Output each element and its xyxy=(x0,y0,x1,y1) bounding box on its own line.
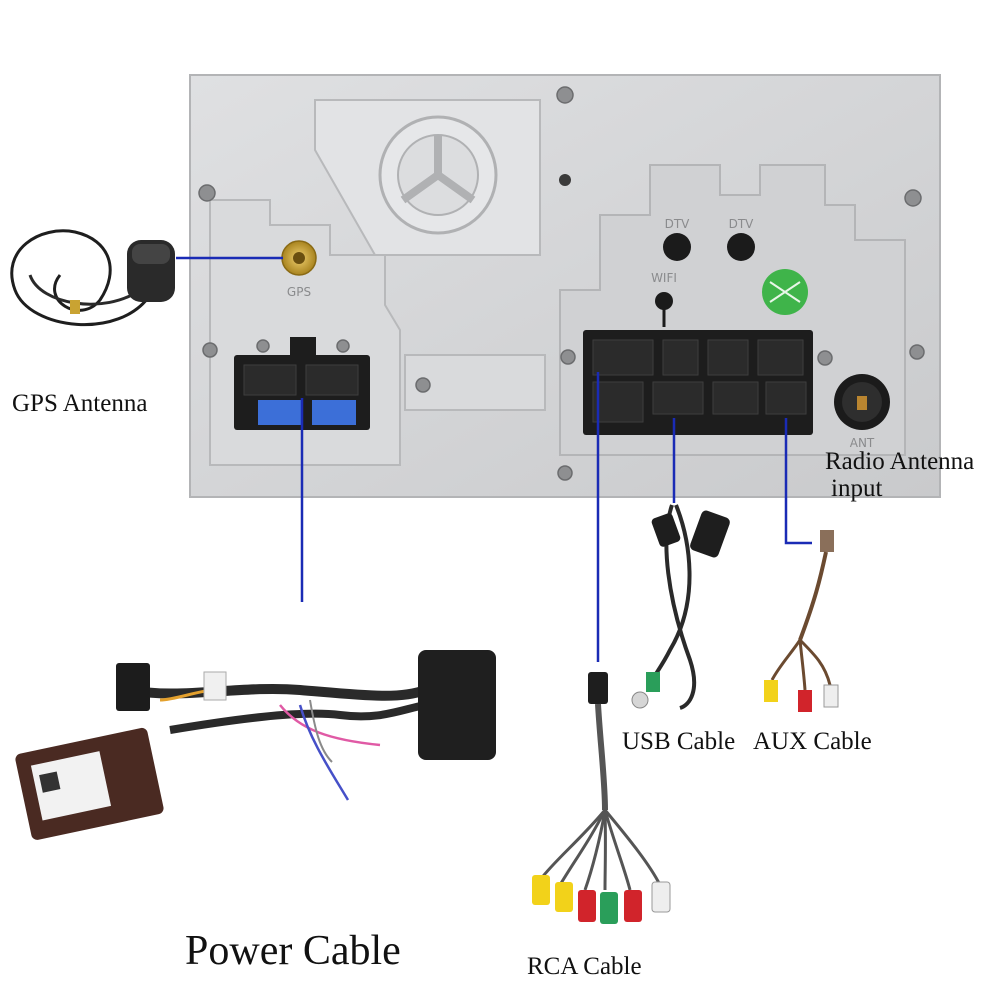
aux-harness-icon xyxy=(764,530,839,712)
power-port-icon xyxy=(234,337,370,430)
rca-harness-icon xyxy=(532,672,671,924)
antenna-port-icon: ANT xyxy=(834,374,890,450)
usb-harness-icon xyxy=(631,504,730,710)
gps-antenna-icon xyxy=(10,229,175,327)
gps-port-text: GPS xyxy=(287,285,311,299)
wifi-text: WIFI xyxy=(651,271,677,285)
ant-text: ANT xyxy=(850,436,875,450)
gps-antenna-label: GPS Antenna xyxy=(12,390,148,417)
av-port-icon xyxy=(583,330,813,435)
callout-lines xyxy=(176,256,812,662)
gps-port-icon: GPS xyxy=(281,240,317,299)
aux-cable-label: AUX Cable xyxy=(753,728,872,755)
power-harness-icon xyxy=(15,650,496,840)
rca-cable-label: RCA Cable xyxy=(527,953,642,980)
power-cable-label: Power Cable xyxy=(185,928,401,974)
radio-antenna-label-line2: input xyxy=(831,475,883,502)
dtv1-text: DTV xyxy=(665,217,691,231)
aux-callout-line xyxy=(784,418,812,545)
usb-cable-label: USB Cable xyxy=(622,728,736,755)
green-sticker-icon xyxy=(762,269,808,315)
radio-antenna-label: Radio Antenna input xyxy=(825,448,974,502)
radio-antenna-label-line1: Radio Antenna xyxy=(825,448,975,475)
dtv2-text: DTV xyxy=(729,217,755,231)
head-unit-back-panel: DTV DTV WIFI GPS xyxy=(189,74,941,498)
